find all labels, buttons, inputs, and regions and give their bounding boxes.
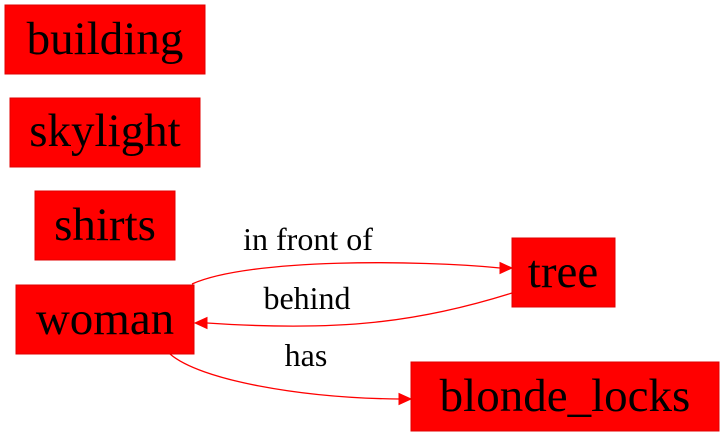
node-building: building [4, 4, 206, 75]
edge-line [169, 353, 400, 400]
node-label: tree [528, 246, 598, 298]
node-skylight: skylight [9, 97, 201, 168]
arrowhead-icon [193, 316, 208, 330]
node-box [511, 237, 616, 308]
node-box [34, 190, 176, 261]
node-woman: woman [15, 284, 195, 355]
node-box [15, 284, 195, 355]
node-shirts: shirts [34, 190, 176, 261]
node-tree: tree [511, 237, 616, 308]
edge-line [191, 262, 501, 285]
node-box [4, 4, 206, 75]
arrowhead-icon [398, 392, 413, 406]
node-label: building [27, 13, 184, 65]
node-box [9, 97, 201, 168]
edge-woman-in-front-of-tree: in front of [191, 221, 514, 285]
arrowhead-icon [499, 261, 514, 275]
node-label: woman [36, 293, 174, 345]
edge-woman-has-blonde-locks: has [169, 337, 413, 406]
edge-label-behind: behind [263, 280, 350, 316]
node-label: blonde_locks [440, 370, 691, 422]
node-label: skylight [29, 105, 180, 157]
edge-line [206, 292, 513, 327]
node-label: shirts [54, 199, 156, 251]
edge-tree-behind-woman: behind [193, 280, 513, 330]
node-box [410, 361, 720, 432]
edge-label-in-front-of: in front of [243, 221, 373, 257]
edge-label-has: has [285, 337, 328, 373]
node-blonde-locks: blonde_locks [410, 361, 720, 432]
